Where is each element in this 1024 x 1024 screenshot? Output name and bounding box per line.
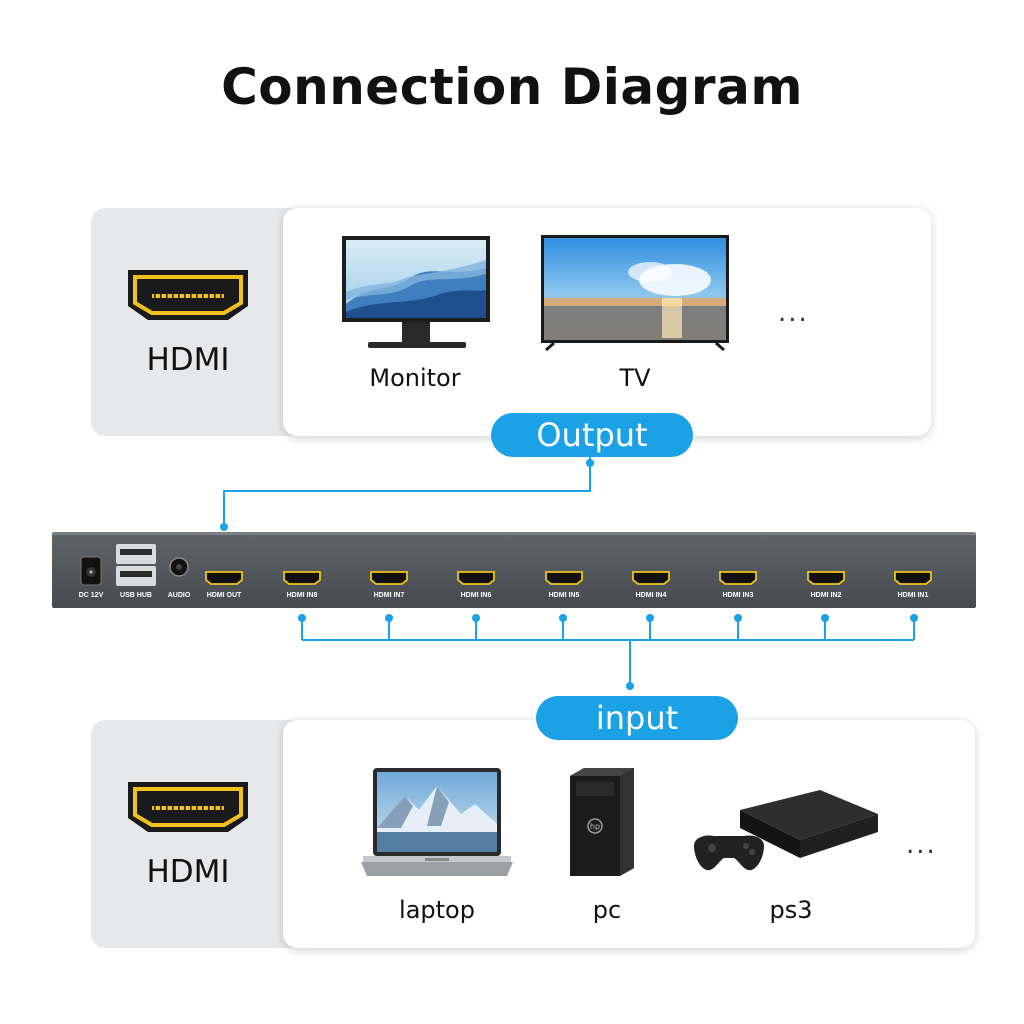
page-title: Connection Diagram [221, 58, 803, 116]
port-label-hdmi-in3: HDMI IN3 [722, 592, 754, 599]
game-console-icon [694, 790, 878, 871]
hdmi-in4-port-icon [632, 571, 670, 585]
laptop-icon [361, 768, 513, 876]
port-label-audio: AUDIO [167, 592, 191, 599]
hdmi-in3-port-icon [719, 571, 757, 585]
port-label-usb: USB HUB [120, 592, 152, 599]
hdmi-in7-port-icon [370, 571, 408, 585]
port-label-hdmi-out: HDMI OUT [206, 592, 242, 599]
hdmi-connector-icon [128, 782, 248, 832]
output-hdmi-label: HDMI [146, 342, 230, 378]
port-label-hdmi-in5: HDMI IN5 [548, 592, 580, 599]
port-label-hdmi-in7: HDMI IN7 [373, 592, 405, 599]
input-connector-panel [91, 720, 321, 948]
port-label-hdmi-in4: HDMI IN4 [635, 592, 667, 599]
dc-power-jack-icon [80, 556, 102, 586]
hdmi-switch-rear-panel [52, 532, 976, 608]
output-connector-panel [91, 208, 321, 436]
monitor-icon [342, 236, 490, 348]
tv-label: TV [619, 364, 651, 392]
port-label-hdmi-in2: HDMI IN2 [810, 592, 842, 599]
svg-text:hp: hp [590, 822, 600, 831]
port-label-dc: DC 12V [78, 592, 104, 599]
tv-icon [541, 235, 729, 352]
hdmi-in8-port-icon [283, 571, 321, 585]
hdmi-in5-port-icon [545, 571, 583, 585]
hdmi-in6-port-icon [457, 571, 495, 585]
hdmi-out-port-icon [205, 571, 243, 585]
hdmi-in2-port-icon [807, 571, 845, 585]
more-input-devices: ... [906, 830, 937, 860]
monitor-label: Monitor [369, 364, 461, 392]
usb-hub-ports-icon [116, 544, 156, 586]
pc-label: pc [592, 896, 622, 924]
hdmi-connector-icon [128, 270, 248, 320]
output-pill: Output [491, 413, 693, 457]
more-output-devices: ... [778, 298, 809, 328]
hdmi-in1-port-icon [894, 571, 932, 585]
laptop-label: laptop [399, 896, 475, 924]
pc-tower-icon: hp [570, 768, 634, 876]
port-label-hdmi-in6: HDMI IN6 [460, 592, 492, 599]
input-pill: input [536, 696, 738, 740]
port-label-hdmi-in1: HDMI IN1 [897, 592, 929, 599]
ps3-label: ps3 [769, 896, 813, 924]
audio-jack-icon [169, 557, 189, 577]
port-label-hdmi-in8: HDMI IN8 [286, 592, 318, 599]
input-hdmi-label: HDMI [146, 854, 230, 890]
